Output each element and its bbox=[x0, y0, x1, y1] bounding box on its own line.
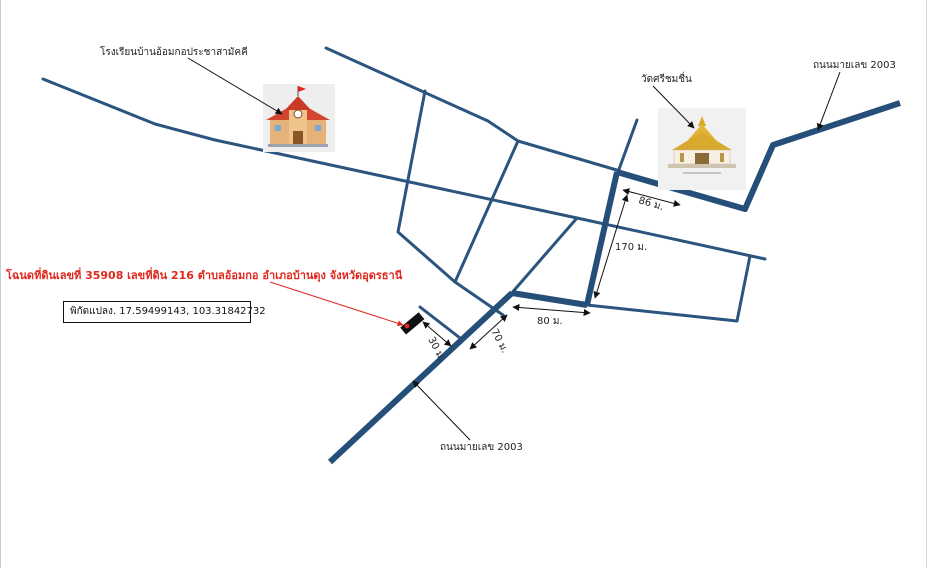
road-label-top-leader bbox=[816, 71, 841, 131]
road-long-diagonal bbox=[41, 77, 767, 261]
school-building-icon bbox=[263, 84, 335, 152]
school-leader-line bbox=[187, 57, 283, 115]
dim-arrow-80 bbox=[512, 304, 591, 316]
parcel-title: โฉนดที่ดินเลขที่ 35908 เลขที่ดิน 216 ตำบ… bbox=[5, 267, 403, 283]
road-main-vertical bbox=[584, 171, 620, 306]
road-mid-connector bbox=[508, 216, 579, 297]
dim-arrow-70 bbox=[469, 314, 508, 350]
road-2003-upper bbox=[616, 100, 901, 212]
coordinates-text: พิกัดแปลง. 17.59499143, 103.31842732 bbox=[70, 306, 266, 317]
coordinates-box: พิกัดแปลง. 17.59499143, 103.31842732 bbox=[63, 301, 266, 323]
road-label-bottom: ถนนมายเลข 2003 bbox=[440, 442, 523, 453]
road-vertical-left bbox=[396, 89, 505, 317]
temple-icon bbox=[658, 108, 746, 190]
distance-70: 70 ม. bbox=[488, 327, 510, 355]
road-right-loop bbox=[585, 254, 752, 323]
road-label-bottom-leader bbox=[412, 380, 471, 441]
road-label-top-right: ถนนมายเลข 2003 bbox=[813, 60, 896, 71]
parcel-marker[interactable] bbox=[400, 312, 425, 335]
distance-86: 86 ม. bbox=[637, 195, 665, 213]
dim-arrow-30 bbox=[422, 321, 452, 347]
temple-label: วัดศรีชมชื่น bbox=[641, 71, 692, 85]
dim-arrow-86 bbox=[622, 188, 681, 207]
road-temple-spur bbox=[616, 118, 639, 174]
left-border bbox=[0, 0, 1, 568]
road-mid-diagonal bbox=[453, 139, 520, 284]
road-main-segment bbox=[511, 290, 588, 308]
school-label: โรงเรียนบ้านอ้อมกอประชาสามัคคี bbox=[100, 45, 248, 58]
temple-leader-line bbox=[652, 85, 695, 129]
distance-80: 80 ม. bbox=[537, 316, 563, 327]
dim-arrow-170 bbox=[593, 194, 629, 299]
road-parcel-spur bbox=[418, 305, 462, 340]
road-upper-diagonal bbox=[324, 46, 622, 173]
parcel-leader-line bbox=[269, 281, 404, 327]
distance-170: 170 ม. bbox=[615, 242, 647, 253]
